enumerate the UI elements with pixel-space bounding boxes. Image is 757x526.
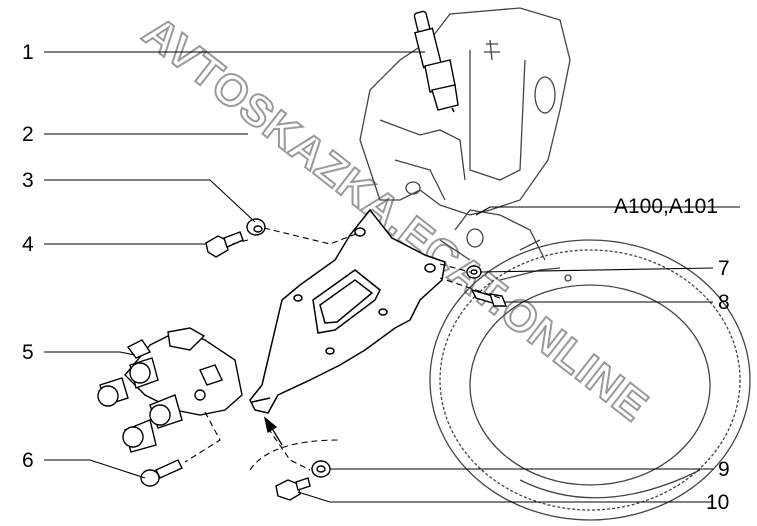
callout-a100-a101: A100,A101 xyxy=(614,195,718,218)
callout-8: 8 xyxy=(718,291,730,314)
callout-5: 5 xyxy=(22,341,34,364)
flywheel-ring-gear xyxy=(429,239,751,521)
mounting-bracket xyxy=(249,208,446,414)
engine-block xyxy=(359,7,571,261)
fasteners xyxy=(140,218,508,501)
callout-7: 7 xyxy=(718,257,730,280)
leader-lines xyxy=(44,51,740,503)
callout-6: 6 xyxy=(22,449,34,472)
callout-3: 3 xyxy=(22,169,34,192)
callout-4: 4 xyxy=(22,233,34,256)
spark-plug xyxy=(413,10,459,113)
distributor-cap xyxy=(97,327,243,453)
assembly-lines xyxy=(184,227,501,471)
callout-10: 10 xyxy=(706,491,730,514)
callout-1: 1 xyxy=(22,41,34,64)
bolt-4 xyxy=(205,235,229,258)
bolt-10 xyxy=(275,479,301,501)
bolt-6 xyxy=(140,469,160,487)
direction-arrow xyxy=(263,416,283,446)
callout-9: 9 xyxy=(718,458,730,481)
callout-2: 2 xyxy=(22,123,34,146)
